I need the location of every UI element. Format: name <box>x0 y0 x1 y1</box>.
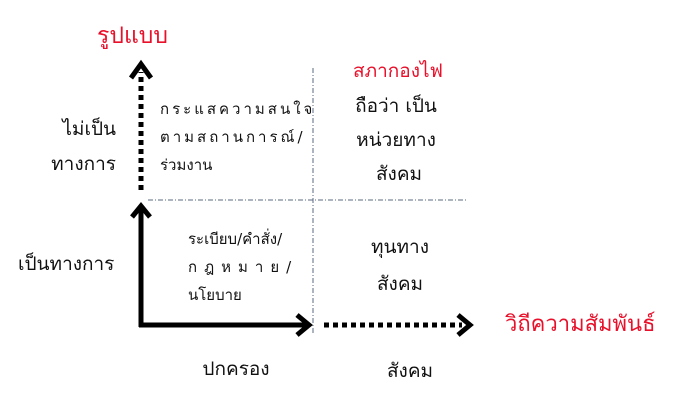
y-label-informal-line1: ไม่เป็น <box>62 118 116 140</box>
quadrant-top-left-line2: ตามสถานการณ์/ <box>160 128 306 146</box>
quadrant-top-right-title: สภากองไฟ <box>353 60 443 82</box>
quadrant-bottom-left-line3: นโยบาย <box>188 286 242 304</box>
quadrant-bottom-left-line2: กฎหมาย/ <box>188 258 299 276</box>
quadrant-top-right-line2: หน่วยทาง <box>356 129 436 151</box>
quadrant-bottom-right-line1: ทุนทาง <box>371 236 429 258</box>
quadrant-top-left-line3: ร่วมงาน <box>160 156 213 174</box>
quadrant-top-right-line1: ถือว่า เป็น <box>355 95 437 117</box>
y-axis-solid-arrowhead <box>130 202 152 219</box>
y-axis-dotted-arrowhead <box>128 59 154 80</box>
quadrant-bottom-left-line1: ระเบียบ/คำสั่ง/ <box>188 230 283 248</box>
x-axis-title: วิถีความสัมพันธ์ <box>505 312 656 337</box>
quadrant-top-right-line3: สังคม <box>375 163 423 185</box>
y-label-informal-line2: ทางการ <box>51 153 116 175</box>
y-label-formal: เป็นทางการ <box>18 253 115 275</box>
x-axis-dotted-arrowhead <box>456 313 474 337</box>
x-axis-solid-arrowhead <box>295 313 313 337</box>
x-label-governance: ปกครอง <box>202 358 270 380</box>
quadrant-bottom-right-line2: สังคม <box>376 273 424 295</box>
x-label-social: สังคม <box>386 360 434 382</box>
quadrant-top-left-line1: กระแสความสนใจ <box>160 100 316 118</box>
y-axis-title: รูปแบบ <box>97 23 168 49</box>
